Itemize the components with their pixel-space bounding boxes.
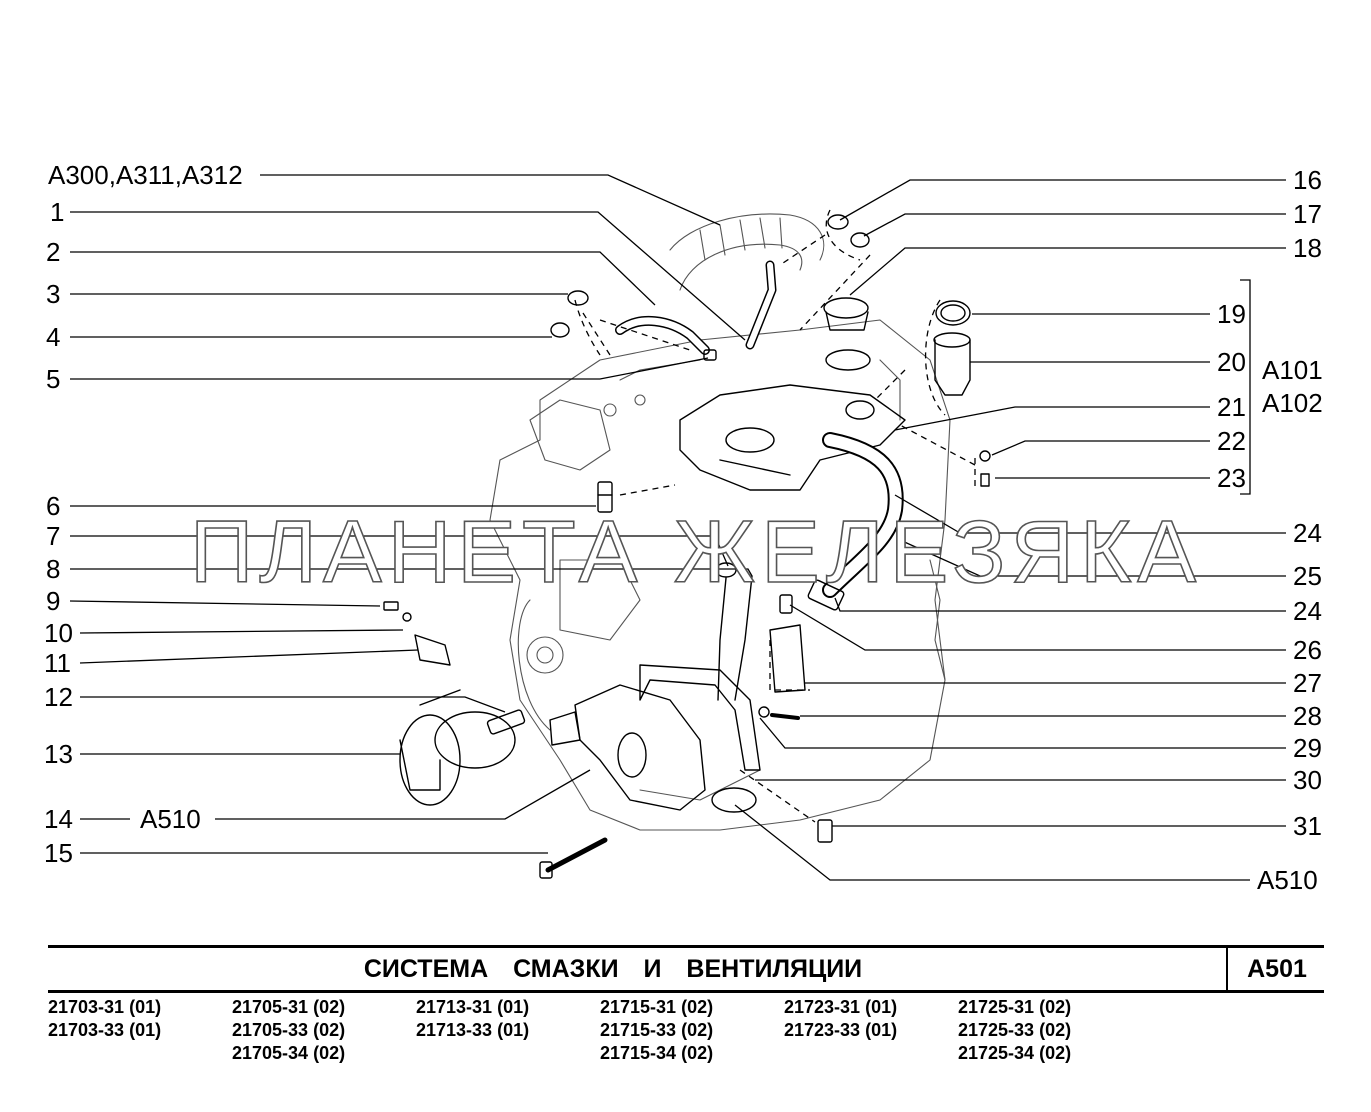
model-code: 21703-33 (01): [48, 1020, 162, 1040]
callout-a510-right: A510: [1257, 865, 1318, 895]
callout-29: 29: [1293, 733, 1322, 763]
callout-30: 30: [1293, 765, 1322, 795]
callout-18: 18: [1293, 233, 1322, 263]
model-code: 21703-31 (01): [48, 997, 162, 1017]
callout-23: 23: [1217, 463, 1246, 493]
callout-27: 27: [1293, 668, 1322, 698]
callout-8: 8: [46, 554, 61, 584]
callout-12: 12: [44, 682, 73, 712]
title-bar: СИСТЕМА СМАЗКИ И ВЕНТИЛЯЦИИ A501: [48, 945, 1324, 993]
callout-2: 2: [46, 237, 61, 267]
callout-22: 22: [1217, 426, 1246, 456]
callout-1: 1: [50, 197, 65, 227]
callout-9: 9: [46, 586, 61, 616]
model-code: 21725-34 (02): [958, 1043, 1072, 1063]
callout-a102: A102: [1262, 388, 1323, 418]
model-code: 21725-33 (02): [958, 1020, 1072, 1040]
watermark: ПЛАНЕТА ЖЕЛЕЗЯКА: [189, 502, 1203, 601]
callout-a101: A101: [1262, 355, 1323, 385]
model-code: 21705-34 (02): [232, 1043, 346, 1063]
engine-block-outline: [489, 319, 951, 831]
model-column: 21703-31 (01) 21703-33 (01): [48, 996, 161, 1042]
model-code: 21725-31 (02): [958, 997, 1072, 1017]
callout-25: 25: [1293, 561, 1322, 591]
callout-5: 5: [46, 364, 61, 394]
callout-21: 21: [1217, 392, 1246, 422]
callout-26: 26: [1293, 635, 1322, 665]
model-code: 21705-31 (02): [232, 997, 346, 1017]
model-code: 21713-33 (01): [416, 1020, 530, 1040]
intake-pipe: [669, 213, 825, 291]
model-code: 21715-34 (02): [600, 1043, 714, 1063]
model-code: 21723-31 (01): [784, 997, 898, 1017]
callout-13: 13: [44, 739, 73, 769]
callout-3: 3: [46, 279, 61, 309]
page-title: СИСТЕМА СМАЗКИ И ВЕНТИЛЯЦИИ: [363, 955, 863, 983]
callout-14: 14: [44, 804, 73, 834]
callout-7: 7: [46, 521, 61, 551]
model-column: 21713-31 (01) 21713-33 (01): [416, 996, 529, 1042]
callout-31: 31: [1293, 811, 1322, 841]
callout-4: 4: [46, 322, 61, 352]
model-column: 21705-31 (02) 21705-33 (02) 21705-34 (02…: [232, 996, 345, 1065]
parts-diagram: A300,A311,A312 1 2 3 4 5 6 7 8 9 10 11 1…: [44, 160, 1323, 895]
callout-6: 6: [46, 491, 61, 521]
model-code: 21723-33 (01): [784, 1020, 898, 1040]
model-column: 21725-31 (02) 21725-33 (02) 21725-34 (02…: [958, 996, 1071, 1065]
model-code: 21715-33 (02): [600, 1020, 714, 1040]
page-code: A501: [1226, 948, 1326, 990]
model-column: 21723-31 (01) 21723-33 (01): [784, 996, 897, 1042]
callout-19: 19: [1217, 299, 1246, 329]
callout-28: 28: [1293, 701, 1322, 731]
callout-15: 15: [44, 838, 73, 868]
model-column: 21715-31 (02) 21715-33 (02) 21715-34 (02…: [600, 996, 713, 1065]
callout-17: 17: [1293, 199, 1322, 229]
callout-20: 20: [1217, 347, 1246, 377]
callout-11: 11: [44, 648, 71, 678]
callout-24-upper: 24: [1293, 518, 1322, 548]
callout-a300: A300,A311,A312: [48, 160, 243, 190]
callout-a510-left: A510: [140, 804, 201, 834]
callout-16: 16: [1293, 165, 1322, 195]
callout-24-lower: 24: [1293, 596, 1322, 626]
callout-10: 10: [44, 618, 73, 648]
model-code: 21715-31 (02): [600, 997, 714, 1017]
model-code: 21705-33 (02): [232, 1020, 346, 1040]
model-code: 21713-31 (01): [416, 997, 530, 1017]
engine-drawing: [69, 174, 1286, 881]
